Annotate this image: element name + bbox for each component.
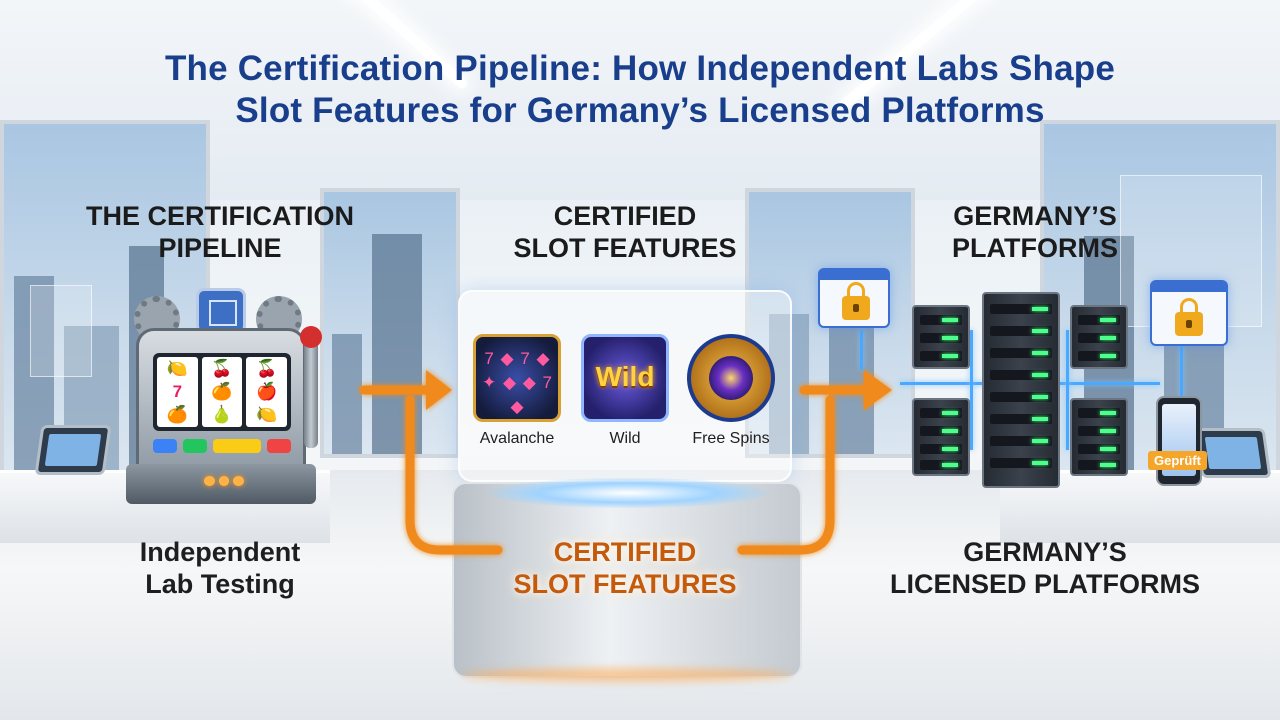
arrowhead-icon <box>864 370 892 410</box>
stage-heading-platforms-line1: GERMANY’S <box>953 201 1117 231</box>
wild-symbol-text: Wild <box>595 361 655 392</box>
stage-heading-features-line1: CERTIFIED <box>553 201 697 231</box>
feature-label-free-spins: Free Spins <box>692 430 770 447</box>
certified-features-panel: Avalanche Wild Wild Free Spins <box>458 290 792 482</box>
secure-browser-icon <box>1150 280 1228 346</box>
lock-icon <box>842 282 870 320</box>
network-line <box>1180 345 1183 400</box>
network-line <box>970 330 973 450</box>
slot-buttons <box>153 439 291 453</box>
stage-heading-lab: THE CERTIFICATION PIPELINE <box>40 200 400 264</box>
slot-reels: 🍋7🍊 🍒🍊🍐 🍒🍎🍋 <box>153 353 291 431</box>
wild-symbol-icon: Wild <box>581 334 669 422</box>
network-line <box>1066 330 1069 450</box>
stage-caption-platforms: GERMANY’S LICENSED PLATFORMS <box>870 536 1220 600</box>
stage-caption-features-line2: SLOT FEATURES <box>513 569 737 599</box>
arrowhead-icon <box>426 370 452 410</box>
stage-heading-lab-line2: PIPELINE <box>158 233 282 263</box>
arrow-loop-right <box>737 395 835 555</box>
stage-caption-lab-line1: Independent <box>139 537 301 567</box>
stage-caption-features-line1: CERTIFIED <box>553 537 697 567</box>
diagram-title: The Certification Pipeline: How Independ… <box>40 48 1240 132</box>
stage-caption-lab: Independent Lab Testing <box>80 536 360 600</box>
stage-caption-platforms-line1: GERMANY’S <box>963 537 1127 567</box>
feature-label-avalanche: Avalanche <box>479 430 555 447</box>
glass-panel-left <box>30 285 92 377</box>
slot-cabinet: 🍋7🍊 🍒🍊🍐 🍒🍎🍋 <box>136 328 306 478</box>
feature-wild: Wild Wild <box>580 334 670 448</box>
stage-caption-lab-line2: Lab Testing <box>145 569 295 599</box>
feature-avalanche: Avalanche <box>472 334 562 448</box>
pedestal-hologram-glow <box>488 478 768 508</box>
stage-heading-platforms-line2: PLATFORMS <box>952 233 1118 263</box>
slot-lever-knob <box>300 326 322 348</box>
feature-free-spins: Free Spins <box>686 334 776 448</box>
server-rack-icon <box>912 398 970 476</box>
server-rack-main-icon <box>982 292 1060 488</box>
feature-label-wild: Wild <box>609 430 641 447</box>
free-spins-wheel-icon <box>687 334 775 422</box>
pedestal-base-glow <box>462 668 792 682</box>
server-rack-icon <box>1070 305 1128 369</box>
stage-heading-features-line2: SLOT FEATURES <box>513 233 737 263</box>
stage-caption-platforms-line2: LICENSED PLATFORMS <box>890 569 1200 599</box>
network-line <box>860 330 863 370</box>
server-rack-icon <box>912 305 970 369</box>
lock-icon <box>1175 298 1203 336</box>
slot-machine-icon: 🍋7🍊 🍒🍊🍐 🍒🍎🍋 <box>108 288 338 513</box>
avalanche-reels-icon <box>473 334 561 422</box>
slot-base <box>126 464 316 504</box>
secure-browser-icon <box>818 268 890 328</box>
title-line-1: The Certification Pipeline: How Independ… <box>164 49 1116 88</box>
arrow-loop-left <box>405 395 503 555</box>
stage-heading-platforms: GERMANY’S PLATFORMS <box>890 200 1180 264</box>
display-pedestal <box>452 482 802 678</box>
stage-heading-lab-line1: THE CERTIFICATION <box>86 201 354 231</box>
stage-caption-features: CERTIFIED SLOT FEATURES <box>470 536 780 600</box>
stage-heading-features: CERTIFIED SLOT FEATURES <box>470 200 780 264</box>
window-center-left <box>320 188 460 458</box>
phone-badge: Geprüft <box>1148 451 1207 470</box>
slot-lever <box>304 338 318 448</box>
server-rack-icon <box>1070 398 1128 476</box>
title-line-2: Slot Features for Germany’s Licensed Pla… <box>235 91 1045 130</box>
